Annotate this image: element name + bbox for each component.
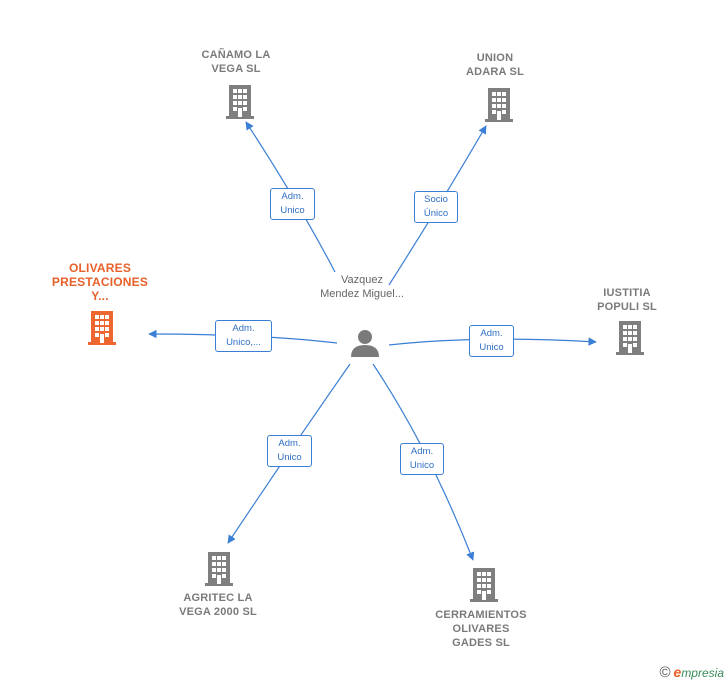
building-icon[interactable] [226,85,254,119]
building-icon[interactable] [616,321,644,355]
role-line: Unico [409,460,435,471]
role-badge-olivares[interactable]: Adm. Unico,... [215,320,272,352]
company-name-line: VEGA 2000 SL [179,606,257,618]
building-icon[interactable] [88,311,116,345]
role-line: Único [423,208,449,219]
role-line: Unico [479,342,504,353]
company-name-line: GADES SL [452,637,510,649]
role-line: Unico [280,205,305,216]
company-name-line: PRESTACIONES [51,275,149,289]
role-line: Unico,... [226,337,261,348]
role-badge-union[interactable]: Socio Único [414,191,458,223]
role-line: Adm. [480,328,503,339]
company-label-agritec[interactable]: AGRITEC LA VEGA 2000 SL [160,591,276,619]
center-name-line: Mendez [320,288,360,300]
role-badge-canamo[interactable]: Adm. Unico [270,188,315,220]
brand-initial: e [673,664,682,680]
company-name-line: OLIVARES [68,261,132,275]
copyright-symbol: © [659,664,671,681]
role-line: Adm. [232,323,255,334]
role-line: Adm. [410,446,434,457]
center-person-label[interactable]: Vazquez Mendez Miguel... [320,273,404,301]
company-label-iustitia[interactable]: IUSTITIA POPULI SL [577,286,677,314]
company-name-line: POPULI SL [597,301,657,313]
company-name-line: AGRITEC LA [183,592,253,604]
empresia-logo[interactable]: ©empresia [659,664,724,681]
company-name-line: VEGA SL [211,63,261,75]
company-name-line: ADARA SL [465,66,525,78]
role-line: Adm. [281,191,304,202]
role-badge-iustitia[interactable]: Adm. Unico [469,325,514,357]
building-icon[interactable] [485,88,513,122]
company-name-line: Y... [91,289,109,303]
building-icon[interactable] [470,568,498,602]
role-line: Adm. [278,438,301,449]
company-label-canamo[interactable]: CAÑAMO LA VEGA SL [186,48,286,76]
center-name-line: Miguel... [362,288,404,300]
role-line: Unico [277,452,302,463]
brand-name: mpresia [681,666,724,680]
company-name-line: UNION [476,52,514,64]
building-icon[interactable] [205,552,233,586]
center-name-line: Vazquez [341,274,383,286]
company-label-union[interactable]: UNION ADARA SL [445,51,545,79]
role-line: Socio [424,194,448,205]
role-badge-agritec[interactable]: Adm. Unico [267,435,312,467]
company-name-line: OLIVARES [452,623,510,635]
role-badge-cerramientos[interactable]: Adm. Unico [400,443,444,475]
person-icon[interactable] [351,330,379,357]
company-label-olivares[interactable]: OLIVARES PRESTACIONES Y... [40,261,160,303]
company-name-line: CAÑAMO LA [201,49,271,61]
company-name-line: IUSTITIA [603,287,651,299]
company-name-line: CERRAMIENTOS [435,609,527,621]
company-label-cerramientos[interactable]: CERRAMIENTOS OLIVARES GADES SL [421,608,541,650]
